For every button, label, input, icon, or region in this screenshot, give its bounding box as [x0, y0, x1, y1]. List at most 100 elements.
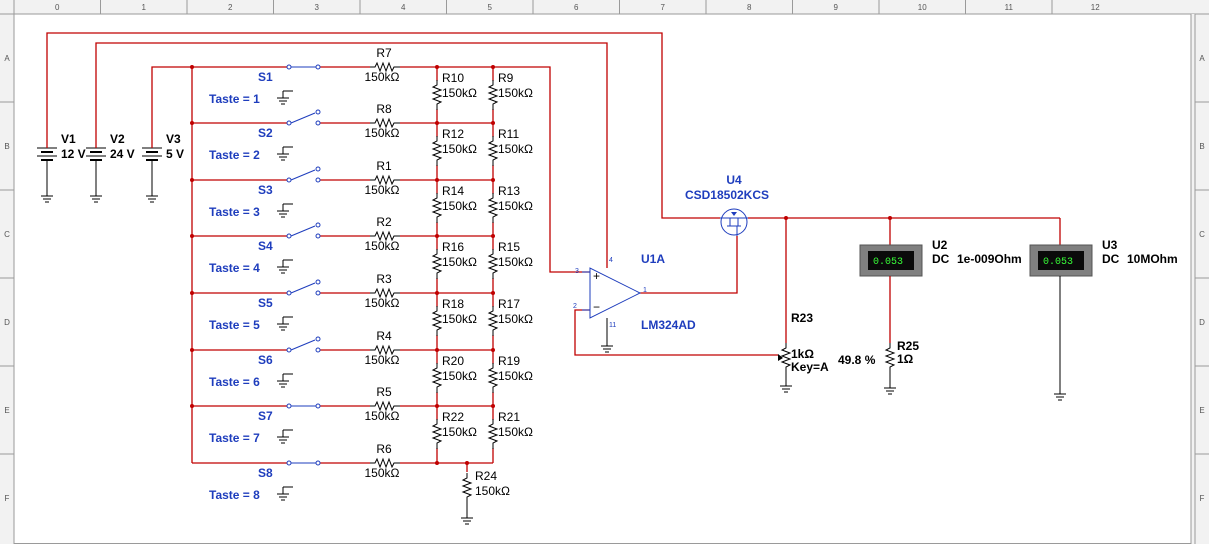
resistor-r5[interactable]: R5 150kΩ — [365, 385, 401, 423]
ladder-left-value: 150kΩ — [442, 142, 477, 156]
ladder-right-value: 150kΩ — [498, 86, 533, 100]
source-name: V1 — [61, 132, 76, 146]
meter-reading: 0.053 — [873, 257, 903, 268]
ladder-right-name: R9 — [498, 71, 514, 85]
switch-name: S2 — [258, 126, 273, 140]
series-resistor-value: 150kΩ — [365, 409, 400, 423]
meter-name: U3 — [1102, 238, 1118, 252]
resistor-r6[interactable]: R6 150kΩ — [365, 442, 401, 480]
opamp-pin-out: 1 — [643, 287, 647, 294]
mosfet-model: CSD18502KCS — [685, 188, 769, 202]
opamp-model: LM324AD — [641, 318, 696, 332]
potentiometer-r23[interactable]: R23 1kΩ Key=A 49.8 % — [777, 311, 876, 393]
meter-impedance: 10MOhm — [1127, 252, 1178, 266]
opamp-pin-gnd: 11 — [609, 322, 616, 329]
mosfet-name: U4 — [726, 173, 742, 187]
ladder-right-value: 150kΩ — [498, 142, 533, 156]
resistor-r25[interactable]: R25 1Ω — [883, 276, 919, 395]
opamp-u1a[interactable]: + − 3 2 4 11 1 U1A LM324AD — [573, 252, 696, 353]
r25-name: R25 — [897, 339, 919, 353]
ruler-row-label-right: A — [1199, 54, 1205, 63]
switch-name: S3 — [258, 183, 273, 197]
ruler-row-label-right: D — [1199, 318, 1205, 327]
ladder-right-value: 150kΩ — [498, 199, 533, 213]
ladder-right-value: 150kΩ — [498, 312, 533, 326]
ruler-column-label: 9 — [834, 3, 839, 12]
resistor-r24[interactable]: R24 150kΩ — [460, 469, 510, 525]
ruler-row-label-right: E — [1199, 406, 1204, 415]
series-resistor-name: R5 — [376, 385, 392, 399]
ladder-right-value: 150kΩ — [498, 425, 533, 439]
ladder-right-name: R11 — [498, 127, 519, 141]
ruler-column-label: 2 — [228, 3, 233, 12]
ruler-column-label: 6 — [574, 3, 579, 12]
ruler-column-label: 11 — [1005, 3, 1014, 12]
switch-key-label: Taste = 7 — [209, 431, 260, 445]
series-resistor-name: R8 — [376, 102, 392, 116]
ruler-column-label: 12 — [1091, 3, 1100, 12]
voltage-source-v3[interactable]: V35 V — [142, 132, 184, 203]
ladder-right-name: R17 — [498, 297, 520, 311]
switch-name: S6 — [258, 353, 273, 367]
ruler-row-label-right: F — [1200, 494, 1205, 503]
pot-name: R23 — [791, 311, 813, 325]
mosfet-u4[interactable]: U4 CSD18502KCS — [685, 173, 769, 236]
ruler-column-label: 1 — [142, 3, 147, 12]
ruler-row-label: B — [4, 142, 9, 151]
series-resistor-value: 150kΩ — [365, 466, 400, 480]
pot-key: Key=A — [791, 360, 829, 374]
switch-key-label: Taste = 5 — [209, 318, 260, 332]
meter-mode: DC — [932, 252, 950, 266]
ruler-row-label: E — [4, 406, 9, 415]
meter-impedance: 1e-009Ohm — [957, 252, 1022, 266]
switch-key-label: Taste = 8 — [209, 488, 260, 502]
source-name: V3 — [166, 132, 181, 146]
series-resistor-value: 150kΩ — [365, 353, 400, 367]
ruler-column-label: 4 — [401, 3, 406, 12]
series-resistor-name: R6 — [376, 442, 392, 456]
switch-name: S7 — [258, 409, 273, 423]
meter-mode: DC — [1102, 252, 1120, 266]
